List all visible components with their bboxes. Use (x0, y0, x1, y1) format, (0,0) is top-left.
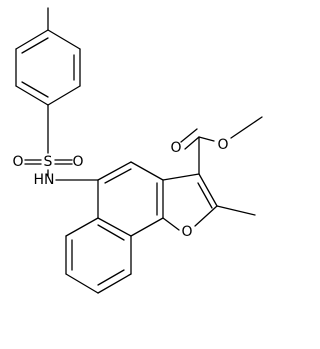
bond-furan-methyl (216, 205, 256, 216)
atom-carbonyl-oxygen: O (170, 140, 181, 156)
tolyl-ring (15, 29, 81, 106)
bond-carbonyl-ester-o (198, 136, 215, 142)
chemical-structure: O S O HN O O (12, 7, 263, 294)
atom-sulfur: S (44, 154, 53, 170)
atom-ester-oxygen: O (217, 137, 228, 153)
atom-oxygen-sulfonyl-left: O (12, 154, 23, 170)
furan-ring (162, 173, 218, 231)
naphthalene-right-ring (97, 161, 164, 237)
bond-ester-methyl (230, 116, 263, 139)
sulfonyl-bonds (24, 159, 73, 177)
carbonyl-double-bond (180, 128, 200, 150)
naphthalene-benzo-ring (65, 217, 132, 294)
atom-furan-oxygen: O (181, 224, 192, 240)
atom-oxygen-sulfonyl-right: O (72, 154, 83, 170)
atom-amine-nh: HN (34, 172, 55, 188)
